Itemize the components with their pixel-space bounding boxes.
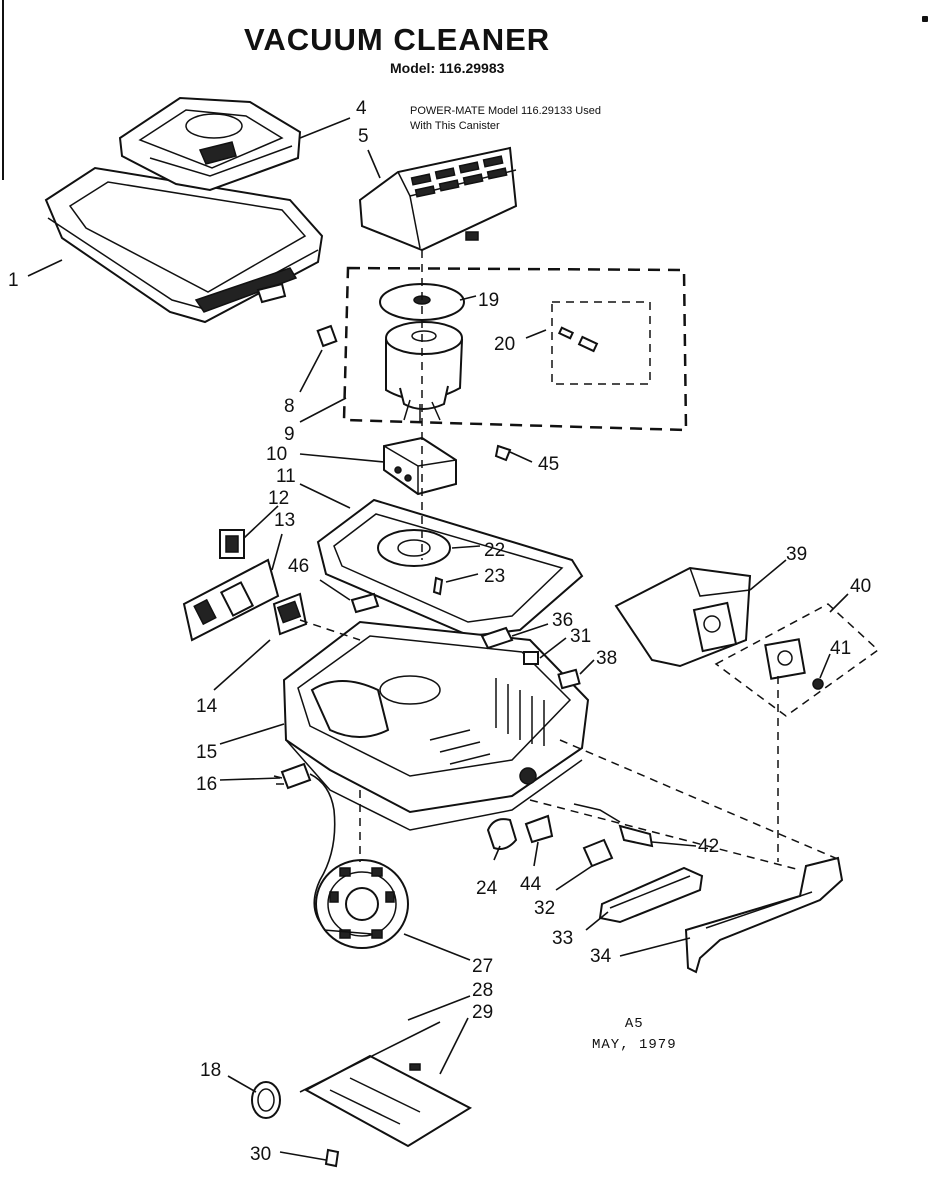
callout-33: 33 (552, 928, 573, 949)
callout-24: 24 (476, 878, 498, 899)
part-36-cord-clamp (480, 626, 514, 650)
part-34-bumper-rail (684, 856, 844, 974)
callout-9: 9 (284, 424, 295, 445)
callout-15: 15 (196, 742, 217, 763)
callout-11: 11 (276, 466, 296, 487)
callout-14: 14 (196, 696, 218, 717)
part-5-exhaust-grille (358, 146, 518, 252)
power-mate-note: POWER-MATE Model 116.29133 Used With Thi… (410, 104, 601, 134)
callout-36: 36 (552, 610, 573, 631)
callout-23: 23 (484, 566, 505, 587)
part-30-screw (324, 1148, 340, 1168)
corner-mark (922, 16, 928, 22)
callout-4: 4 (356, 98, 367, 119)
callout-45: 45 (538, 454, 559, 475)
motor-assembly-box (342, 266, 688, 432)
part-13-switch-plate (182, 558, 280, 642)
part-8-clip (316, 324, 338, 348)
model-number: Model: 116.29983 (390, 60, 505, 76)
callout-18: 18 (200, 1060, 221, 1081)
callout-12: 12 (268, 488, 289, 509)
drawing-date: MAY, 1979 (592, 1037, 677, 1053)
part-22-plate (377, 529, 451, 567)
note-line-1: POWER-MATE Model 116.29133 Used (410, 105, 601, 117)
part-1-cover (44, 166, 324, 324)
note-line-2: With This Canister (410, 120, 500, 132)
callout-5: 5 (358, 126, 369, 147)
part-33-latch-handle (598, 866, 704, 924)
part-29-base-plate (303, 1054, 473, 1148)
callout-28: 28 (472, 980, 493, 1001)
part-41-nut (812, 678, 824, 690)
part-10-motor-mount (383, 436, 457, 496)
callout-8: 8 (284, 396, 295, 417)
part-20-brushes (557, 326, 599, 353)
part-46-fuse (350, 592, 380, 614)
callout-10: 10 (266, 444, 287, 465)
part-31-fastener (523, 651, 539, 665)
diagram-title: VACUUM CLEANER (244, 22, 551, 57)
callout-1: 1 (8, 270, 19, 291)
part-44-bracket (524, 814, 554, 844)
callout-labels: 1 4 5 8 9 10 11 12 13 14 15 16 18 19 20 … (8, 98, 871, 1165)
part-4-filter-holder (118, 96, 302, 192)
part-42-spring-assembly (573, 803, 654, 848)
callout-41: 41 (830, 638, 851, 659)
part-40-assembly-box (714, 603, 880, 717)
callout-32: 32 (534, 898, 555, 919)
callout-27: 27 (472, 956, 493, 977)
callout-42: 42 (698, 836, 719, 857)
part-45-screw (494, 444, 512, 462)
callout-39: 39 (786, 544, 807, 565)
callout-19: 19 (478, 290, 499, 311)
callout-44: 44 (520, 874, 542, 895)
callout-31: 31 (570, 626, 591, 647)
part-39-bag-holder (614, 566, 752, 668)
page-edge-rule (2, 0, 4, 180)
callout-34: 34 (590, 946, 612, 967)
part-32-clip (582, 838, 614, 868)
callout-38: 38 (596, 648, 617, 669)
callout-13: 13 (274, 510, 295, 531)
callout-29: 29 (472, 1002, 493, 1023)
part-11-gasket (316, 498, 584, 638)
callout-20: 20 (494, 334, 515, 355)
part-27-cord-reel (315, 859, 409, 949)
callout-16: 16 (196, 774, 217, 795)
part-15-housing (282, 620, 590, 831)
part-23-screw (432, 576, 444, 596)
drawing-code: A5 (624, 1016, 644, 1032)
callout-30: 30 (250, 1144, 271, 1165)
callout-22: 22 (484, 540, 505, 561)
drawing-footer: A5 MAY, 1979 (592, 1014, 677, 1056)
callout-40: 40 (850, 576, 871, 597)
callout-46: 46 (288, 556, 309, 577)
part-24-caster (486, 818, 518, 850)
part-28-axle (299, 1021, 441, 1093)
part-16-plug-cord (273, 762, 343, 945)
part-18-wheel (251, 1081, 281, 1119)
part-20-inset-box (551, 301, 651, 385)
part-40-latch (764, 638, 806, 680)
part-38-bumper (557, 668, 581, 690)
